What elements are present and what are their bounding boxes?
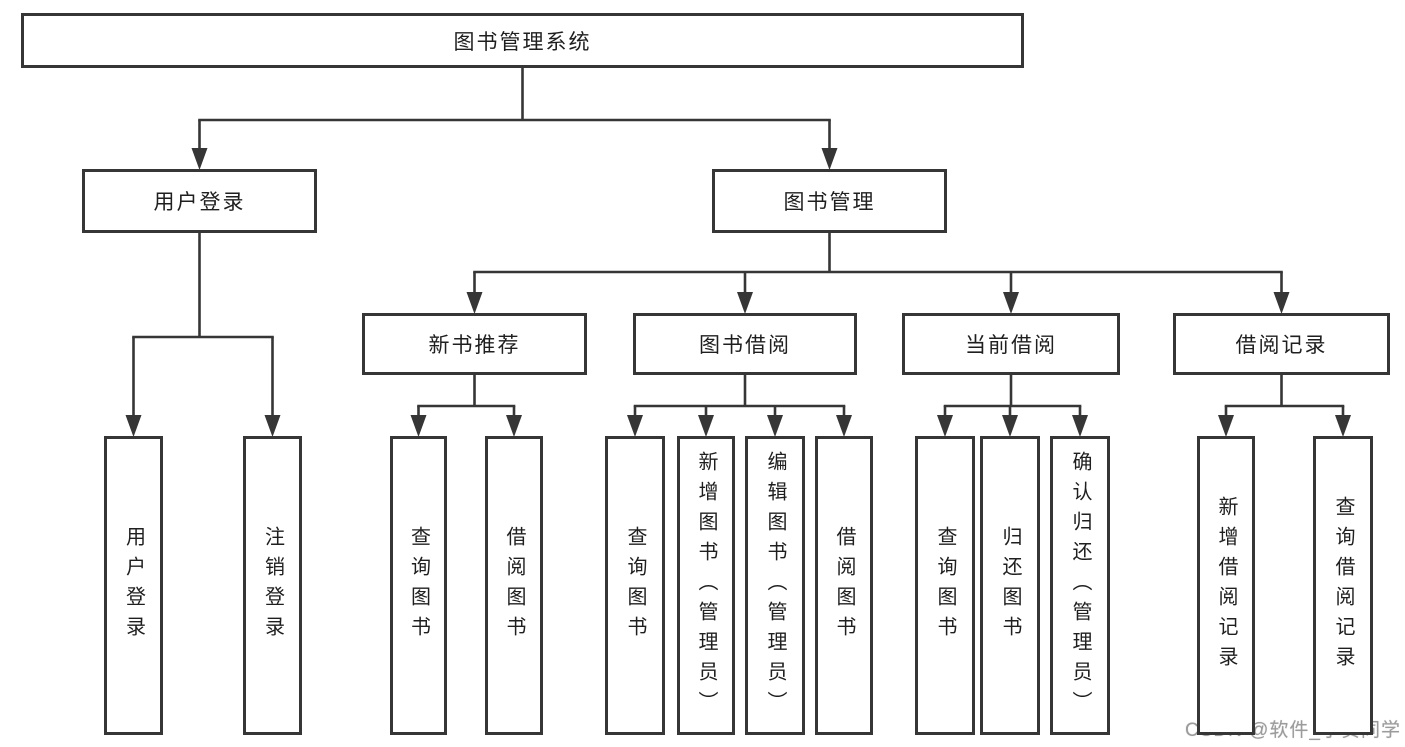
node-label: 借阅图书 (833, 525, 855, 646)
node-lf-c-return: 归还图书 (980, 436, 1040, 735)
node-label: 新增图书（管理员） (695, 450, 717, 721)
node-label: 归还图书 (999, 525, 1021, 646)
node-mgmt: 图书管理 (712, 169, 947, 233)
node-lf-c-confirm: 确认归还（管理员） (1050, 436, 1110, 735)
node-label: 借阅记录 (1235, 334, 1328, 357)
node-label: 借阅图书 (503, 525, 525, 646)
node-label: 新增借阅记录 (1215, 495, 1237, 676)
node-root: 图书管理系统 (21, 13, 1024, 68)
node-lf-nb-query: 查询图书 (390, 436, 447, 735)
node-label: 图书管理系统 (453, 30, 592, 54)
node-lf-c-query: 查询图书 (915, 436, 975, 735)
node-label: 用户登录 (122, 525, 145, 646)
node-current: 当前借阅 (902, 313, 1120, 375)
node-label: 注销登录 (261, 525, 284, 646)
node-lf-logout: 注销登录 (243, 436, 302, 735)
node-label: 用户登录 (153, 191, 246, 214)
node-lf-b-query: 查询图书 (605, 436, 665, 735)
node-lf-b-borrow: 借阅图书 (815, 436, 873, 735)
node-lf-r-query: 查询借阅记录 (1313, 436, 1373, 735)
node-records: 借阅记录 (1173, 313, 1390, 375)
node-label: 查询图书 (934, 525, 956, 646)
node-login: 用户登录 (82, 169, 317, 233)
node-label: 查询图书 (624, 525, 646, 646)
node-label: 图书借阅 (699, 334, 791, 357)
node-label: 查询借阅记录 (1332, 495, 1354, 676)
node-lf-b-edit: 编辑图书（管理员） (745, 436, 805, 735)
node-borrow: 图书借阅 (633, 313, 857, 375)
node-lf-user-login: 用户登录 (104, 436, 163, 735)
node-label: 当前借阅 (965, 334, 1057, 357)
node-lf-r-add: 新增借阅记录 (1197, 436, 1255, 735)
node-label: 编辑图书（管理员） (764, 450, 786, 721)
node-label: 查询图书 (407, 525, 430, 646)
node-label: 新书推荐 (428, 334, 521, 357)
node-label: 图书管理 (783, 191, 876, 214)
node-lf-b-add: 新增图书（管理员） (677, 436, 735, 735)
node-newbook: 新书推荐 (362, 313, 587, 375)
node-label: 确认归还（管理员） (1069, 450, 1091, 721)
node-lf-nb-borrow: 借阅图书 (485, 436, 543, 735)
